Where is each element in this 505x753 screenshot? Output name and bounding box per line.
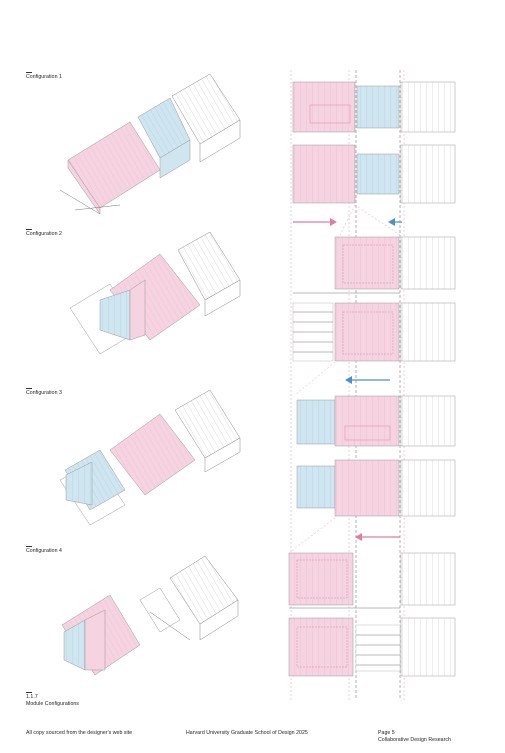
figure-caption: Module Configurations: [26, 701, 79, 707]
move-arrow-3: [289, 517, 400, 553]
axon-config-1: [59, 73, 241, 215]
axon-config-2: [69, 231, 241, 355]
move-arrow-2: [294, 361, 390, 396]
label-tick: [26, 72, 32, 73]
footer-source-note: All copy sourced from the designer's web…: [26, 730, 133, 736]
plan-config-4: [288, 552, 456, 677]
label-tick: [26, 388, 32, 389]
move-arrows-1: [293, 204, 402, 236]
footer-section: Collaborative Design Research: [378, 737, 451, 743]
axon-config-4: [61, 555, 239, 676]
plan-config-3: [296, 395, 456, 517]
footer-page: Page 5: [378, 730, 395, 736]
plan-config-2: [292, 236, 456, 362]
config-2-label: Configuration 2: [26, 231, 62, 237]
figure-number: 1.1.7: [26, 694, 38, 700]
config-1-label: Configuration 1: [26, 74, 62, 80]
plan-config-1: [292, 81, 456, 204]
footer-institution: Harvard University Graduate School of De…: [186, 730, 308, 736]
axon-config-3: [59, 389, 241, 526]
caption-tick: [26, 692, 32, 693]
label-tick: [26, 229, 32, 230]
config-4-label: Configuration 4: [26, 548, 62, 554]
label-tick: [26, 546, 32, 547]
config-3-label: Configuration 3: [26, 390, 62, 396]
